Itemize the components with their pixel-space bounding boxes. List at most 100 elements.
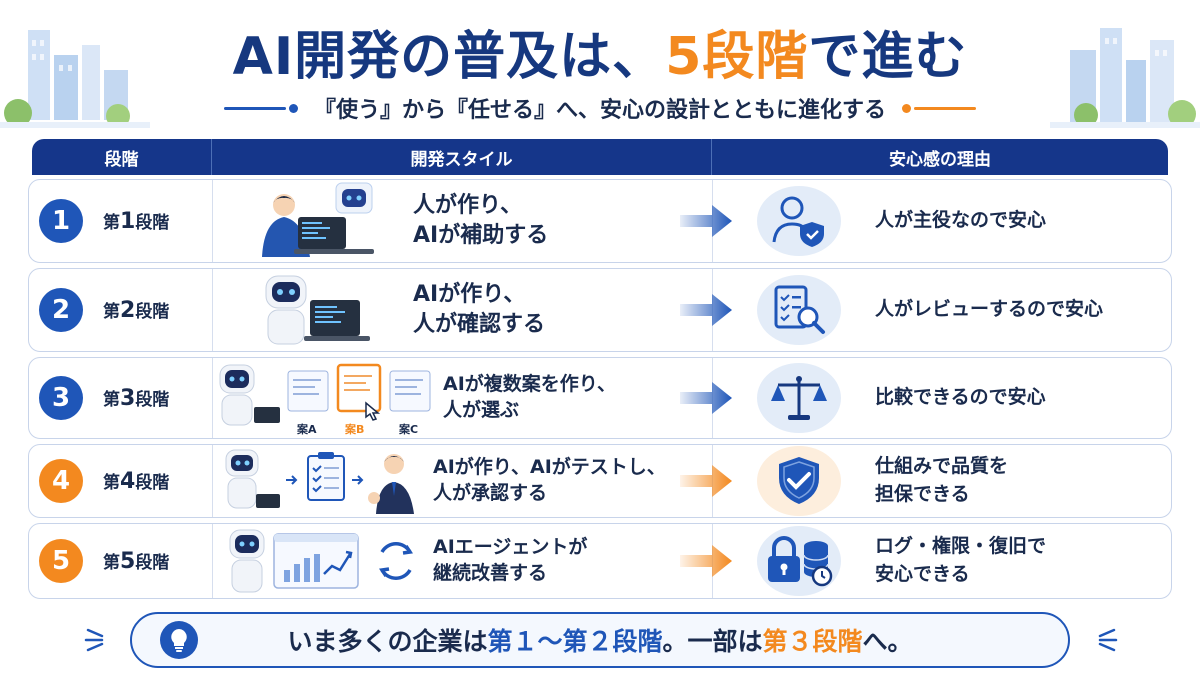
reason-cell: 人がレビューするので安心 [713,269,1171,351]
stage-prefix: 第 [103,213,120,233]
dev-style-line1: AIが作り、 [413,282,526,308]
stage-label: 第5段階 [103,548,169,574]
arrow-right-icon [680,382,732,414]
stage-cell: 4 第4段階 [29,445,213,517]
stage-label: 第3段階 [103,385,169,411]
robot-laptop-illustration [213,269,413,351]
scales-icon [757,363,841,433]
stage-cell: 2 第2段階 [29,269,213,351]
stage-label: 第2段階 [103,297,169,323]
column-header-reason: 安心感の理由 [889,149,991,170]
dev-style-text: AIが作り、 人が確認する [413,280,545,339]
robot-dashboard-cycle-illustration [213,524,433,598]
dev-style-line1: 人が作り、 [413,193,523,219]
title-tail: で進む [808,27,968,87]
summary-banner: いま多くの企業は第１～第２段階。一部は第３段階へ。 [130,612,1070,668]
dev-style-cell: 人が作り、 AIが補助する [213,180,732,262]
subtitle-row: 『使う』から『任せる』へ、安心の設計とともに進化する [0,92,1200,124]
page-title: AI開発の普及は、5段階で進む [0,14,1200,89]
sparkle-decoration-left [84,628,104,652]
dev-style-line1: AIが作り、AIがテストし、 [433,456,666,479]
dev-style-text: 人が作り、 AIが補助する [413,191,548,250]
stage-prefix: 第 [103,390,120,410]
reason-line1: 仕組みで品質を [875,455,1009,478]
dev-style-line2: AIが補助する [413,223,549,248]
column-header-dev-style: 開発スタイル [212,139,712,175]
person-laptop-with-ai-illustration [213,180,413,262]
reason-cell: 人が主役なので安心 [713,180,1171,262]
summary-highlight-stages-1-2: 第１～第２段階 [487,627,663,656]
summary-part1: いま多くの企業は [287,627,488,656]
reason-cell: ログ・権限・復旧で 安心できる [713,524,1171,598]
user-shield-icon [757,186,841,256]
stage-n: 3 [120,386,136,411]
stage-n: 1 [120,209,136,234]
stage-n: 5 [120,549,136,574]
reason-line1: ログ・権限・復旧で [875,535,1047,558]
stage-suffix: 段階 [135,213,170,233]
arrow-right-icon [680,205,732,237]
dev-style-text: AIが複数案を作り、 人が選ぶ [443,372,616,423]
reason-text: ログ・権限・復旧で 安心できる [875,533,1046,588]
reason-text: 仕組みで品質を 担保できる [875,453,1008,508]
arrow-right-icon [680,545,732,577]
dev-style-line2: 人が承認する [433,482,548,504]
column-header-stage: 段階 [32,139,212,175]
checklist-magnifier-icon [757,275,841,345]
dev-style-line2: 人が選ぶ [443,399,520,421]
stage-number-badge: 5 [39,539,83,583]
reason-line1: 比較できるので安心 [875,386,1046,409]
stage-number-badge: 2 [39,288,83,332]
stage-table: 1 第1段階 人が作り、 AIが補助する [28,179,1172,599]
option-b-label: 案B [345,423,365,436]
reason-line2: 安心できる [875,563,970,585]
table-row: 4 第4段階 [28,444,1172,518]
title-main: AI開発の普及は、 [232,27,666,87]
reason-text: 人が主役なので安心 [875,207,1046,235]
city-skyline-illustration-right [1050,28,1200,128]
robot-test-approval-illustration [213,445,433,517]
subtitle-decoration-left [223,103,298,113]
option-c-label: 案C [399,423,419,436]
dev-style-line2: 継続改善する [433,562,548,584]
stage-suffix: 段階 [135,302,170,322]
table-header: 段階 開発スタイル 安心感の理由 [32,139,1168,175]
dev-style-cell: 案A 案B 案C AIが複数案を作り、 人が選ぶ [213,358,732,438]
summary-part5: へ。 [862,627,913,656]
dev-style-line1: AIエージェントが [433,536,588,559]
stage-number-badge: 4 [39,459,83,503]
stage-label: 第4段階 [103,468,169,494]
stage-n: 4 [120,469,136,494]
dev-style-line2: 人が確認する [413,312,546,337]
subtitle-decoration-right [902,103,976,113]
dev-style-cell: AIが作り、 人が確認する [213,269,732,351]
arrow-right-icon [680,294,732,326]
stage-cell: 1 第1段階 [29,180,213,262]
table-row: 3 第3段階 案A 案B 案 [28,357,1172,439]
stage-suffix: 段階 [135,473,170,493]
stage-prefix: 第 [103,473,120,493]
stage-prefix: 第 [103,302,120,322]
stage-suffix: 段階 [135,390,170,410]
stage-cell: 3 第3段階 [29,358,213,438]
sparkle-decoration-right [1098,628,1118,652]
title-accent: 5段階 [665,27,809,87]
summary-part3: 。一部は [662,627,763,656]
reason-line1: 人が主役なので安心 [875,209,1047,232]
stage-n: 2 [120,298,136,323]
reason-line2: 担保できる [875,483,970,505]
table-row: 2 第2段階 AIが作り、 人が確認する [28,268,1172,352]
stage-suffix: 段階 [135,553,170,573]
reason-cell: 比較できるので安心 [713,358,1171,438]
table-row: 5 第5段階 [28,523,1172,599]
robot-multiple-options-illustration: 案A 案B 案C [213,358,443,438]
reason-line1: 人がレビューするので安心 [875,298,1104,321]
table-row: 1 第1段階 人が作り、 AIが補助する [28,179,1172,263]
shield-check-icon [757,446,841,516]
summary-text: いま多くの企業は第１～第２段階。一部は第３段階へ。 [287,622,912,658]
stage-label: 第1段階 [103,208,169,234]
lightbulb-icon [160,621,198,659]
dev-style-cell: AIが作り、AIがテストし、 人が承認する [213,445,732,517]
city-skyline-illustration-left [0,30,150,128]
stage-number-badge: 3 [39,376,83,420]
